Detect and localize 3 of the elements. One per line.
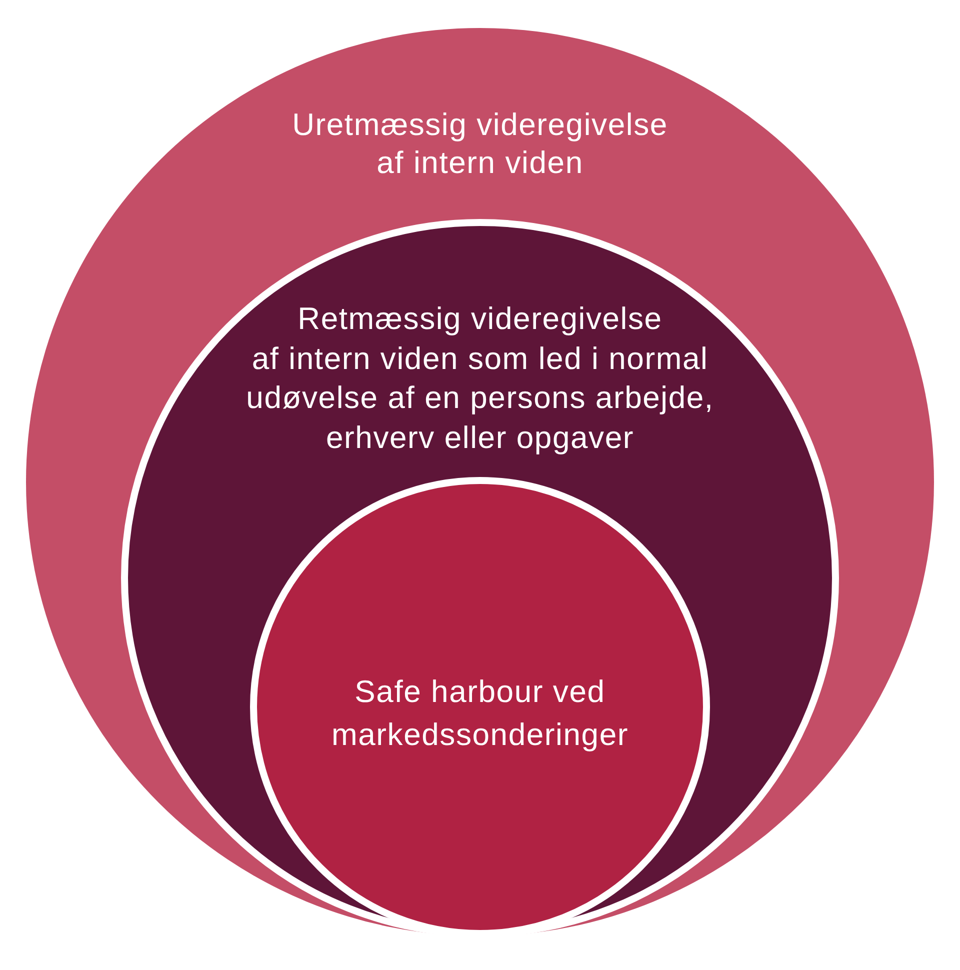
region-label: Uretmæssig videregivelse af intern viden xyxy=(292,106,668,182)
region-label: Safe harbour ved markedssonderinger xyxy=(332,673,628,754)
region-label: Retmæssig videregivelse af intern viden som led i normal udøvelse af en persons arbejde, erhverv eller opgaver xyxy=(246,300,714,456)
